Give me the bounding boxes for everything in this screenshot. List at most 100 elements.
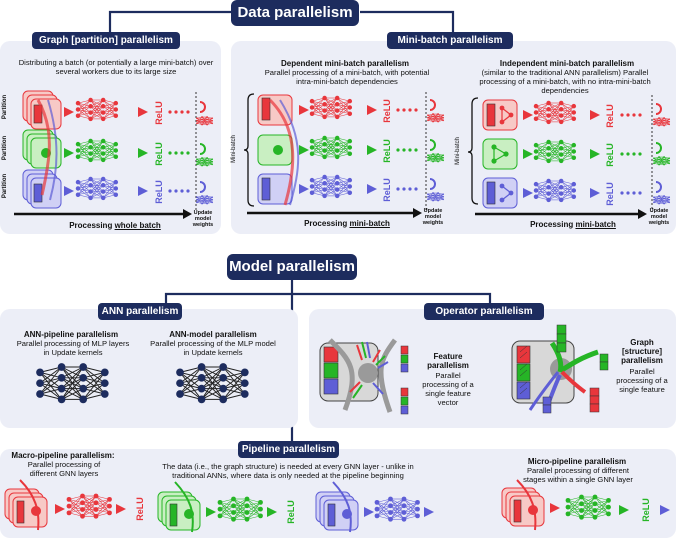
mlp-neuron <box>75 154 81 159</box>
mlp-neuron <box>113 179 119 185</box>
mlp-edge <box>233 498 248 520</box>
mlp-edge <box>201 200 208 204</box>
mlp-neuron <box>196 122 198 125</box>
mlp-neuron <box>201 200 203 202</box>
mlp-neuron <box>231 516 236 522</box>
mlp-edge <box>437 194 444 199</box>
mlp-neuron <box>113 141 119 147</box>
mlp-neuron <box>653 159 655 162</box>
mlp-edge <box>311 137 325 154</box>
mlp-neuron <box>565 504 571 510</box>
mlp-edge <box>103 181 116 192</box>
mlp-edge <box>61 366 84 379</box>
mlp-neuron <box>432 113 434 115</box>
mlp-neuron <box>75 192 81 197</box>
mlp-edge <box>196 160 203 165</box>
mlp-edge <box>77 140 91 151</box>
mlp-neuron <box>309 151 315 156</box>
mlp-neuron <box>107 503 112 509</box>
mlp-edge <box>68 495 83 514</box>
mlp-neuron <box>211 201 214 204</box>
mlp-neuron <box>427 154 429 157</box>
mlp-edge <box>201 377 224 400</box>
mlp-neuron <box>75 113 81 118</box>
mlp-edge <box>90 178 104 199</box>
mlp-edge <box>403 508 418 520</box>
mlp-neuron <box>374 499 380 505</box>
mlp-edge <box>535 148 549 158</box>
mlp-edge <box>548 180 562 201</box>
mlp-neuron <box>201 195 203 197</box>
mlp-edge <box>77 178 91 189</box>
mlp-neuron <box>388 516 393 522</box>
mlp-edge <box>432 153 439 162</box>
mlp-edge <box>567 503 582 515</box>
relu-macro-red: ReLU <box>134 497 145 521</box>
mlp-edge <box>103 102 116 113</box>
mlp-edge <box>90 153 104 161</box>
mlp-neuron <box>309 184 315 189</box>
mlp-neuron <box>88 183 93 188</box>
mlp-neuron <box>546 152 551 157</box>
mlp-edge <box>90 140 104 161</box>
mlp-edge <box>311 176 325 187</box>
mlp-neuron <box>546 119 551 125</box>
mlp-neuron <box>309 98 315 104</box>
mlp-edge <box>658 120 665 126</box>
mlp-neuron <box>88 104 93 109</box>
mlp-neuron <box>93 493 99 499</box>
mlp-neuron <box>546 100 551 106</box>
mlp-neuron <box>219 373 228 382</box>
mlp-neuron <box>100 116 106 122</box>
mlp-neuron <box>558 178 564 184</box>
mlp-edge <box>337 140 350 151</box>
mlp-neuron <box>558 191 564 196</box>
mlp-neuron <box>437 158 439 160</box>
mlp-neuron <box>88 138 93 144</box>
mlp-edge <box>581 503 596 518</box>
mlp-edge <box>82 509 97 517</box>
mlp-edge <box>206 161 213 166</box>
mlp-edge <box>432 195 439 201</box>
mlp-neuron <box>558 139 564 145</box>
mlp-neuron <box>571 155 577 160</box>
mlp-edge <box>90 178 104 192</box>
mlp-edge <box>222 372 246 389</box>
mlp-neuron <box>197 373 206 382</box>
mlp-edge <box>594 506 609 518</box>
mlp-edge <box>548 102 562 116</box>
mlp-neuron <box>442 159 445 162</box>
mlp-neuron <box>206 116 208 118</box>
mlp-edge <box>324 176 338 184</box>
mlp-neuron <box>653 120 655 123</box>
model-parallelism-title: Model parallelism <box>227 254 357 280</box>
mlp-neuron <box>437 113 439 115</box>
mlp-neuron <box>201 121 203 123</box>
mlp-neuron <box>347 177 353 183</box>
mlp-edge <box>246 502 261 513</box>
mlp-edge <box>324 144 338 158</box>
mlp-edge <box>90 185 104 199</box>
mlp-edge <box>663 121 670 126</box>
mlp-neuron <box>75 107 81 112</box>
mlp-edge <box>561 183 574 194</box>
mlp-neuron <box>113 148 119 153</box>
mlp-neuron <box>206 123 208 126</box>
feature-parallelism-title: Feature parallelism <box>427 352 469 370</box>
mlp-edge <box>561 151 574 162</box>
mlp-neuron <box>653 198 655 201</box>
mlp-edge <box>61 377 84 400</box>
mlp-edge <box>336 179 351 197</box>
mlp-edge <box>196 195 203 203</box>
mlp-neuron <box>240 390 249 398</box>
mlp-edge <box>560 183 575 201</box>
mlp-edge <box>61 388 84 400</box>
mlp-neuron <box>322 114 327 120</box>
mlp-edge <box>77 140 91 157</box>
